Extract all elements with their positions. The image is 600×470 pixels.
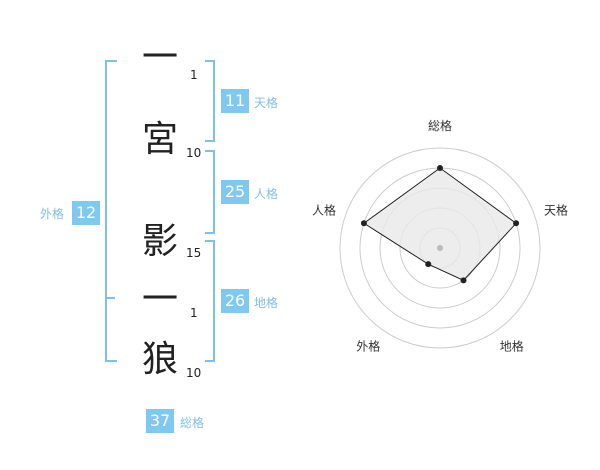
chikaku-badge: 26	[221, 289, 249, 313]
stroke-count-3: 15	[186, 246, 202, 260]
stroke-count-2: 10	[186, 146, 202, 160]
tenkaku-badge: 11	[221, 89, 249, 113]
tenkaku-bracket	[205, 60, 215, 142]
radar-axis-label-3: 地格	[500, 339, 524, 354]
soukaku-badge: 37	[146, 409, 174, 433]
stroke-count-1: 1	[190, 68, 198, 82]
radar-value-polygon	[363, 167, 517, 281]
radar-axis-label-5: 人格	[312, 202, 336, 217]
radar-point-2	[513, 220, 520, 227]
radar-point-4	[425, 261, 432, 268]
soukaku-label: 総格	[180, 416, 205, 430]
jinkaku-label: 人格	[254, 187, 279, 201]
name-char-4: 一	[141, 279, 178, 320]
radar-point-1	[437, 165, 443, 171]
radar-axis-label-4: 外格	[356, 339, 380, 354]
name-char-3: 影	[141, 221, 178, 262]
radar-point-5	[360, 220, 367, 227]
gaikaku-badge: 12	[72, 201, 100, 225]
tenkaku-label: 天格	[254, 96, 279, 110]
radar-axis-label-1: 総格	[428, 118, 452, 133]
name-char-2: 宮	[141, 119, 178, 160]
name-char-5: 狼	[141, 339, 178, 380]
chikaku-label: 地格	[254, 296, 279, 310]
chikaku-bracket	[205, 240, 215, 362]
radar-axis-label-2: 天格	[544, 202, 568, 217]
jinkaku-bracket	[205, 150, 215, 234]
gaikaku-bracket-inner-mark	[105, 297, 115, 299]
name-char-1: 一	[141, 37, 178, 78]
radar-point-3	[460, 277, 467, 284]
gaikaku-label: 外格	[40, 207, 65, 221]
jinkaku-badge: 25	[221, 180, 249, 204]
stroke-count-5: 10	[186, 366, 202, 380]
stroke-count-4: 1	[190, 306, 198, 320]
radar-grid-ring	[339, 147, 541, 349]
gaikaku-bracket	[105, 60, 117, 362]
radar-center-dot	[437, 245, 443, 251]
